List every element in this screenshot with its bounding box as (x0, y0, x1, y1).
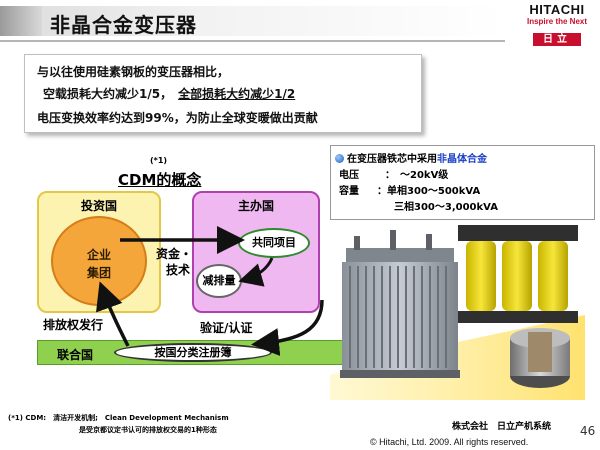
hitachi-logo: HITACHI Inspire the Next 日立 (518, 2, 596, 46)
product-spec-panel: 在变压器铁芯中采用非晶体合金 电压 ： ～20kV级 容量 ：单相300～500kV… (330, 145, 595, 220)
capacity-value-1: ：单相300～500kVA (377, 186, 481, 197)
summary-line-3: 电压变换效率约达到99%，为防止全球变暖做出贡献 (37, 111, 318, 125)
firm-label-1: 企业 (86, 248, 111, 262)
voltage-row: 电压 ： ～20kV级 (339, 166, 448, 181)
slide-title: 非晶合金变压器 (50, 13, 197, 37)
capacity-label: 容量 (339, 186, 359, 197)
product-heading-em: 非晶体合金 (437, 154, 487, 165)
investor-country-box: 投资国 企业 集团 (37, 191, 161, 313)
voltage-label: 电压 (339, 170, 359, 181)
footnote-line-2: 是受京都议定书认可的排放权交易的1种形态 (79, 426, 217, 434)
title-rule (0, 40, 505, 42)
emission-reduction-circle: 减排量 (196, 264, 242, 298)
summary-line-2: 空载损耗大约减少1/5， 全部损耗大约减少1/2 (43, 85, 295, 102)
voltage-value: ： ～20kV级 (385, 170, 449, 181)
cdm-title: CDM的概念 (118, 171, 202, 189)
funds-label: 资金・ (156, 247, 193, 261)
verification-label: 验证/认证 (200, 321, 253, 335)
product-heading: 在变压器铁芯中采用非晶体合金 (335, 150, 487, 165)
footnote-line-1: (*1) CDM: 清洁开发机制; Clean Development Mech… (8, 414, 229, 422)
tech-label: 技术 (166, 263, 191, 277)
capacity-row: 容量 ：单相300～500kVA (339, 182, 480, 197)
cdm-footnote-mark: (*1) (150, 156, 168, 165)
firm-label-2: 集团 (86, 266, 111, 280)
oil-transformer (340, 230, 460, 378)
investor-country-label: 投资国 (80, 199, 117, 213)
emission-rights-label: 排放权发行 (43, 318, 104, 332)
logo-wordmark: HITACHI (529, 2, 585, 17)
page-number: 46 (580, 424, 596, 438)
joint-project-oval: 共同项目 (238, 228, 310, 258)
summary-line-1: 与以往使用硅素钢板的变压器相比， (37, 65, 230, 79)
summary-line-2-text: 空载损耗大约减少1/5， (43, 87, 173, 101)
product-heading-prefix: 在变压器铁芯中采用 (347, 154, 437, 165)
amorphous-core (510, 328, 570, 388)
copyright: © Hitachi, Ltd. 2009. All rights reserve… (370, 437, 529, 447)
capacity-value-2: 三相300～3,000kVA (394, 202, 498, 213)
summary-box: 与以往使用硅素钢板的变压器相比， 空载损耗大约减少1/5， 全部损耗大约减少1/2… (24, 54, 422, 133)
slide-header: 非晶合金变压器 HITACHI Inspire the Next 日立 (0, 0, 600, 46)
title-bar (0, 6, 505, 36)
registry-oval: 按国分类注册簿 (114, 343, 272, 362)
transformer-photo (330, 225, 585, 400)
cast-resin-transformer (458, 225, 578, 323)
company-name: 株式会社 日立产机系统 (452, 422, 552, 432)
un-label: 联合国 (57, 348, 94, 362)
logo-kanji: 日立 (533, 33, 581, 46)
logo-tagline: Inspire the Next (526, 17, 587, 26)
bullet-icon (335, 154, 344, 163)
firm-circle: 企业 集团 (51, 216, 147, 306)
host-country-label: 主办国 (237, 199, 274, 213)
summary-line-2-underlined: 全部损耗大约减少1/2 (178, 87, 296, 101)
